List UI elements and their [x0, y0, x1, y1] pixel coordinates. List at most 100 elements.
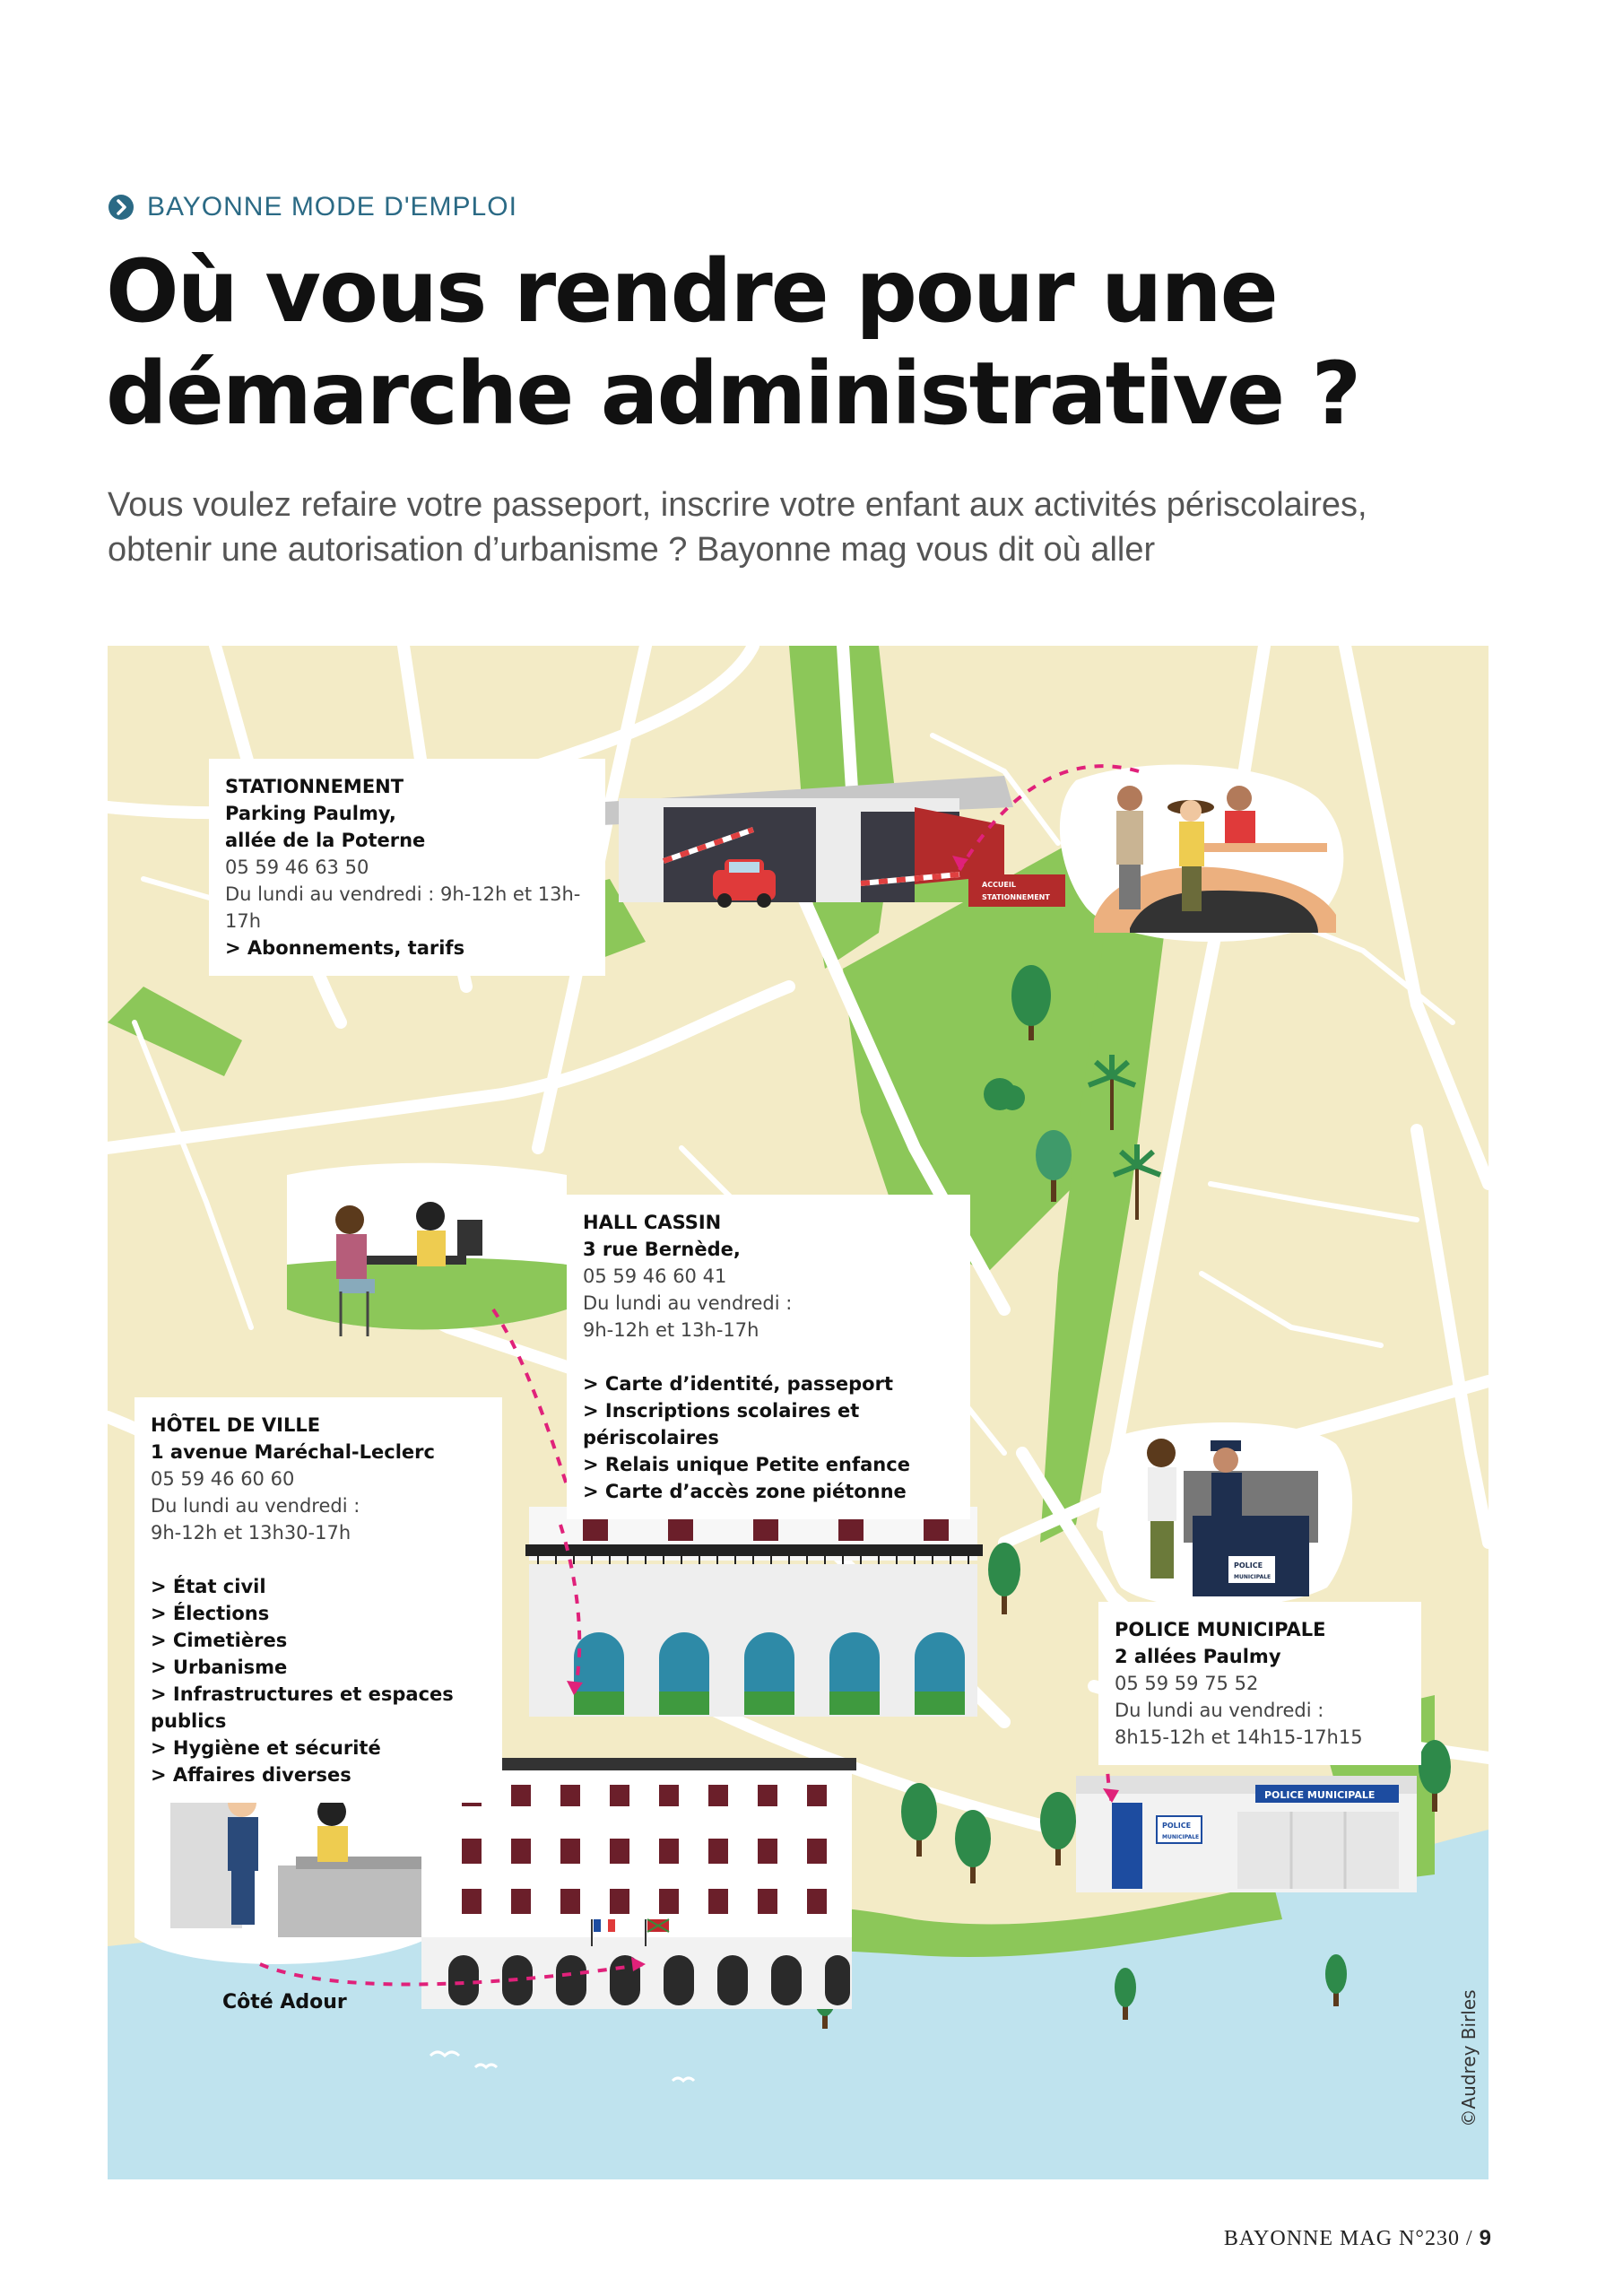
card-hall-cassin-services: > Carte d’identité, passeport > Inscript… [583, 1370, 954, 1505]
person-icon [317, 1797, 348, 1862]
tree-icon [1011, 965, 1051, 1040]
card-hotel-de-ville-heading: HÔTEL DE VILLE [151, 1414, 321, 1436]
police-desk-sign [1228, 1556, 1275, 1583]
police-building: POLICE MUNICIPALE POLICE MUNICIPALE [1076, 1776, 1417, 1892]
hall-cassin-building [525, 1507, 983, 1717]
service-item: > Inscriptions scolaires et périscolaire… [583, 1400, 860, 1448]
title-line-1: Où vous rendre pour une [106, 241, 1279, 342]
police-desk-sign-1: POLICE [1234, 1561, 1263, 1570]
person-icon [1167, 800, 1214, 911]
palm-tree-icon [1087, 1055, 1137, 1130]
service-item: > Cimetières [151, 1630, 288, 1651]
card-hall-cassin-hours-1: Du lundi au vendredi : [583, 1292, 793, 1314]
park-strip [1040, 852, 1175, 1543]
card-police-hours-2: 8h15-12h et 14h15-17h15 [1115, 1726, 1363, 1748]
tree-icon [1325, 1954, 1347, 2006]
intro-line-1: Vous voulez refaire votre passeport, ins… [108, 486, 1367, 524]
police-building-sign-text: POLICE MUNICIPALE [1264, 1789, 1375, 1801]
city-map: ACCUEIL STATIONNEMENT [108, 646, 1488, 2179]
page-title: Où vous rendre pour une démarche adminis… [106, 240, 1541, 445]
intro-line-2: obtenir une autorisation d’urbanisme ? B… [108, 531, 1156, 569]
sign-accueil-stationnement [968, 874, 1065, 907]
tree-icon [955, 1810, 991, 1883]
hall-cassin-vignette [287, 1162, 567, 1336]
tree-icon [1040, 1792, 1076, 1866]
car-icon [713, 859, 776, 908]
page-footer: BAYONNE MAG N°230 / 9 [1224, 2226, 1492, 2251]
card-hall-cassin-address: 3 rue Bernède, [583, 1239, 741, 1260]
service-item: > Infrastructures et espaces publics [151, 1683, 454, 1732]
person-icon [1116, 786, 1143, 909]
card-police-heading: POLICE MUNICIPALE [1115, 1619, 1326, 1640]
route-arrowheads [567, 856, 1119, 1971]
police-vignette: POLICE MUNICIPALE [1100, 1422, 1353, 1608]
service-item: > Élections [151, 1603, 270, 1624]
card-hall-cassin-heading: HALL CASSIN [583, 1212, 722, 1233]
card-hotel-de-ville-hours-2: 9h-12h et 13h30-17h [151, 1522, 352, 1544]
service-item: > Carte d’accès zone piétonne [583, 1481, 907, 1502]
photo-credit-text: ©Audrey Birles [1458, 1989, 1480, 2127]
footer-page-number: 9 [1479, 2226, 1492, 2250]
photo-credit: ©Audrey Birles [1451, 1955, 1487, 2161]
person-icon [1147, 1439, 1176, 1578]
card-stationnement-hours: Du lundi au vendredi : 9h-12h et 13h-17h [225, 883, 581, 932]
card-stationnement-phone: 05 59 46 63 50 [225, 857, 369, 878]
card-police-phone: 05 59 59 75 52 [1115, 1673, 1259, 1694]
card-hotel-de-ville-services: > État civil > Élections > Cimetières > … [151, 1573, 486, 1788]
card-police-municipale: POLICE MUNICIPALE 2 allées Paulmy 05 59 … [1098, 1602, 1421, 1765]
card-hall-cassin-phone: 05 59 46 60 41 [583, 1265, 727, 1287]
section-label: BAYONNE MODE D'EMPLOI [147, 192, 517, 222]
tree-icon [1036, 1130, 1072, 1202]
sign-accueil-text-1: ACCUEIL [982, 881, 1016, 889]
service-item: > Hygiène et sécurité [151, 1737, 381, 1759]
police-building-sign [1255, 1785, 1399, 1803]
police-officer-icon [1211, 1440, 1242, 1516]
card-police-hours-1: Du lundi au vendredi : [1115, 1700, 1324, 1721]
tree-icon [901, 1783, 937, 1857]
intro-text: Vous voulez refaire votre passeport, ins… [108, 483, 1506, 572]
card-stationnement-service: > Abonnements, tarifs [225, 937, 465, 959]
service-item: > Urbanisme [151, 1657, 288, 1678]
police-door-sign-2: MUNICIPALE [1162, 1834, 1199, 1840]
card-hall-cassin-hours-2: 9h-12h et 13h-17h [583, 1319, 759, 1341]
card-police-address: 2 allées Paulmy [1115, 1646, 1281, 1667]
card-hotel-de-ville-phone: 05 59 46 60 60 [151, 1468, 295, 1490]
card-hotel-de-ville-address: 1 avenue Maréchal-Leclerc [151, 1441, 435, 1463]
person-icon [228, 1788, 258, 1925]
police-door [1112, 1803, 1142, 1889]
hotel-de-ville-vignette [135, 1771, 430, 1964]
service-item: > Affaires diverses [151, 1764, 352, 1786]
card-stationnement-address-1: Parking Paulmy, [225, 803, 396, 824]
service-item: > État civil [151, 1576, 266, 1597]
card-hall-cassin: HALL CASSIN 3 rue Bernède, 05 59 46 60 4… [567, 1195, 970, 1519]
title-line-2: démarche administrative ? [106, 344, 1361, 444]
sign-accueil-text-2: STATIONNEMENT [982, 893, 1050, 901]
police-desk-sign-2: MUNICIPALE [1234, 1574, 1271, 1580]
card-stationnement-heading: STATIONNEMENT [225, 776, 404, 797]
hotel-de-ville-building [417, 1758, 856, 2009]
bush-icon [984, 1078, 1025, 1110]
card-stationnement: STATIONNEMENT Parking Paulmy, allée de l… [209, 759, 605, 976]
service-item: > Carte d’identité, passeport [583, 1373, 893, 1395]
parking-vignette [1059, 764, 1344, 942]
tree-icon [1419, 1740, 1451, 1812]
service-item: > Relais unique Petite enfance [583, 1454, 910, 1475]
card-hotel-de-ville-hours-1: Du lundi au vendredi : [151, 1495, 360, 1517]
park-west [108, 987, 242, 1076]
label-cote-adour: Côté Adour [222, 1991, 347, 2013]
person-icon [416, 1202, 446, 1266]
flag-icons [591, 1918, 670, 1946]
chevron-right-icon [108, 195, 134, 220]
tree-icon [988, 1543, 1020, 1614]
card-stationnement-address-2: allée de la Poterne [225, 830, 426, 851]
police-door-sign-1: POLICE [1162, 1822, 1191, 1830]
palm-tree-icon [1112, 1144, 1162, 1220]
footer-magazine: BAYONNE MAG N°230 / [1223, 2227, 1473, 2250]
tree-icon [1115, 1968, 1136, 2020]
person-icon [1225, 786, 1255, 843]
parking-building: ACCUEIL STATIONNEMENT [592, 776, 1065, 908]
tree-icons [814, 965, 1451, 2029]
section-tag: BAYONNE MODE D'EMPLOI [108, 192, 517, 222]
computer-icon [457, 1220, 482, 1256]
person-icon [335, 1205, 375, 1293]
